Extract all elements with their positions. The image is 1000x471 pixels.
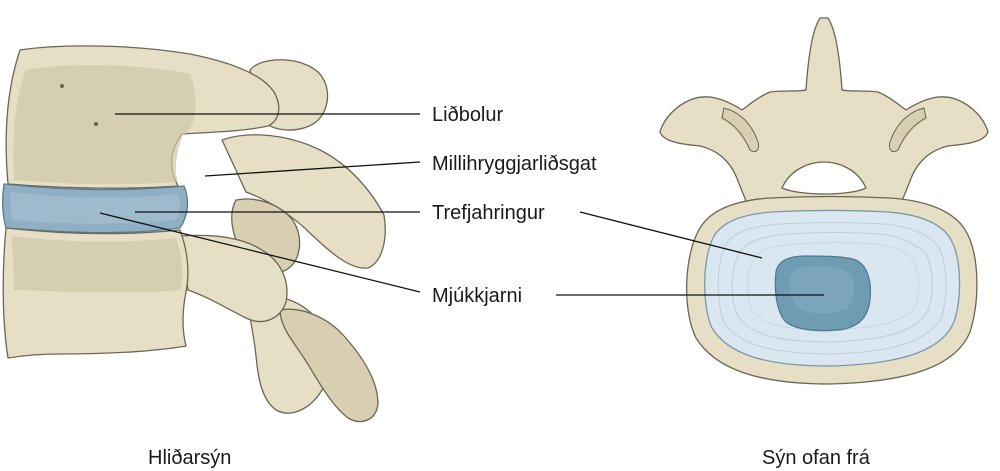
- upper-body-shading: [13, 65, 196, 185]
- lateral-view-illustration: [2, 45, 421, 423]
- lower-body-shading: [12, 236, 183, 293]
- leader-nucleus-lateral: [99, 212, 421, 293]
- leader-intervertebral-foramen: [204, 161, 421, 177]
- caption-lateral-view: Hliðarsýn: [148, 447, 231, 469]
- label-intervertebral-foramen: Millihryggjarliðsgat: [432, 153, 597, 175]
- right-articular-facet: [889, 107, 927, 153]
- annulus-lamella: [747, 242, 920, 331]
- label-vertebral-body: Liðbolur: [432, 104, 504, 126]
- left-articular-facet: [721, 107, 759, 153]
- foramen-dot: [94, 122, 98, 126]
- annulus-lamella: [731, 232, 933, 343]
- vertebral-foramen: [781, 161, 867, 195]
- upper-spinous-process: [221, 134, 386, 269]
- nucleus-highlight: [789, 266, 855, 314]
- foramen-dot: [60, 84, 64, 88]
- superior-view-illustration: [556, 17, 989, 385]
- disc-highlight: [10, 192, 181, 224]
- annulus-lamella: [717, 222, 947, 355]
- lower-spinous-process: [279, 308, 379, 423]
- caption-superior-view: Sýn ofan frá: [762, 447, 871, 469]
- lower-pedicle: [179, 234, 288, 323]
- leader-annulus-superior: [579, 211, 763, 259]
- label-nucleus-pulposus: Mjúkkjarni: [432, 285, 522, 307]
- label-annulus-fibrosus: Trefjahringur: [432, 202, 545, 224]
